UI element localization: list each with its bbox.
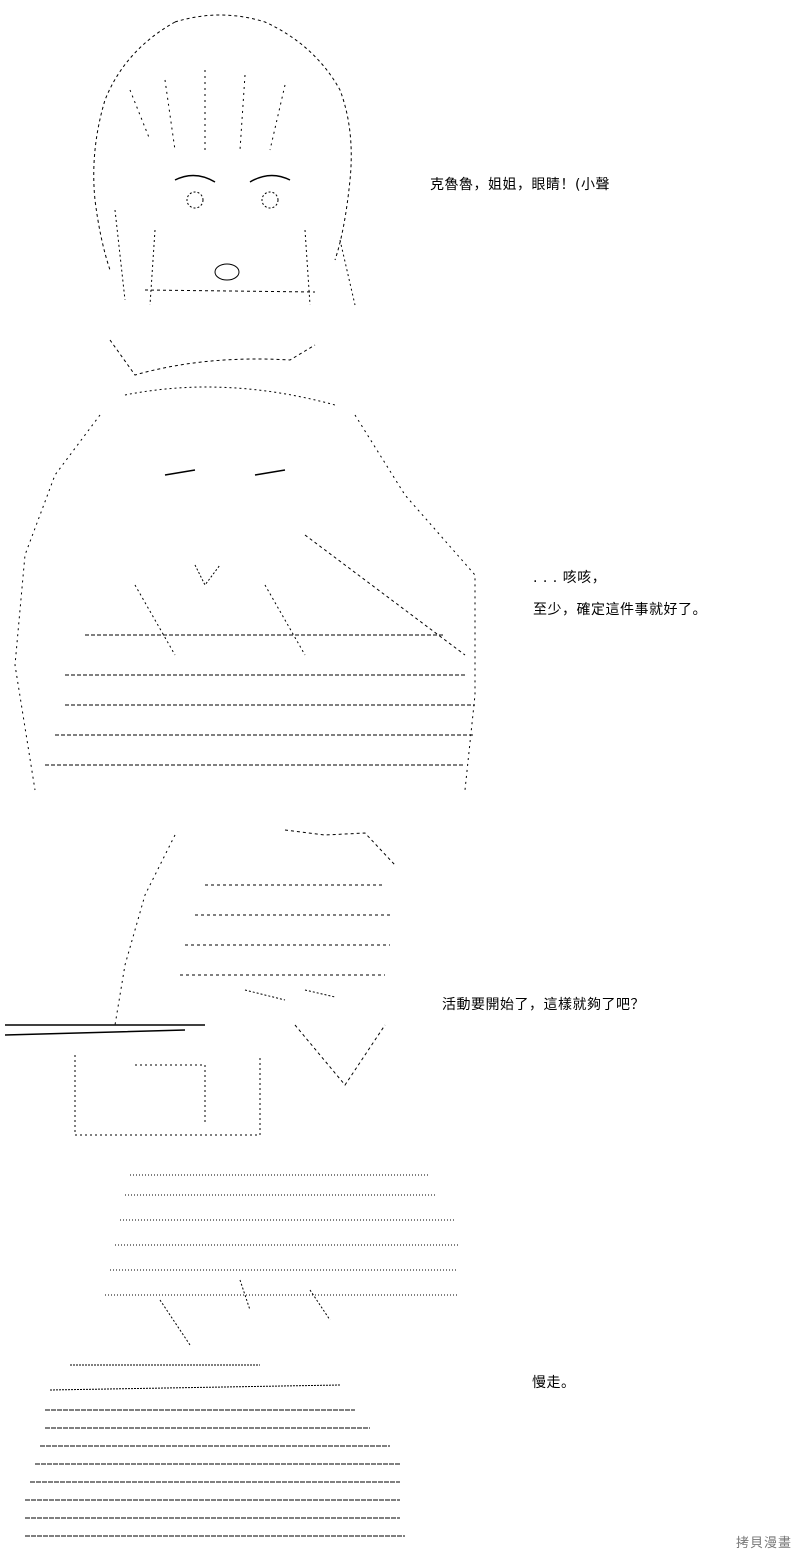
panel-2-dialogue-line-2: 至少，確定這件事就好了。	[533, 602, 707, 618]
panel-3: 活動要開始了，這樣就夠了吧？	[0, 820, 800, 1150]
panel-1-dialogue-line: 克魯魯，姐姐，眼睛！(小聲	[430, 177, 610, 193]
panel-1: 克魯魯，姐姐，眼睛！(小聲	[0, 0, 800, 330]
watermark-text: 拷貝漫畫	[735, 1536, 792, 1551]
panel-3-ascii-art-girl-holding-object	[5, 825, 410, 1145]
panel-2-dialogue-line-1: . . . 咳咳，	[533, 570, 607, 586]
panel-4-dialogue-line: 慢走。	[532, 1375, 576, 1391]
panel-3-dialogue-line: 活動要開始了，這樣就夠了吧？	[442, 997, 645, 1013]
panel-4: 慢走。	[0, 1165, 800, 1557]
panel-2-ascii-art-girl-with-hat	[5, 335, 480, 800]
panel-1-ascii-art-girl-portrait	[55, 10, 385, 320]
panel-4-ascii-art-lower-body-and-desk	[10, 1170, 465, 1545]
panel-2: . . . 咳咳， 至少，確定這件事就好了。	[0, 335, 800, 805]
